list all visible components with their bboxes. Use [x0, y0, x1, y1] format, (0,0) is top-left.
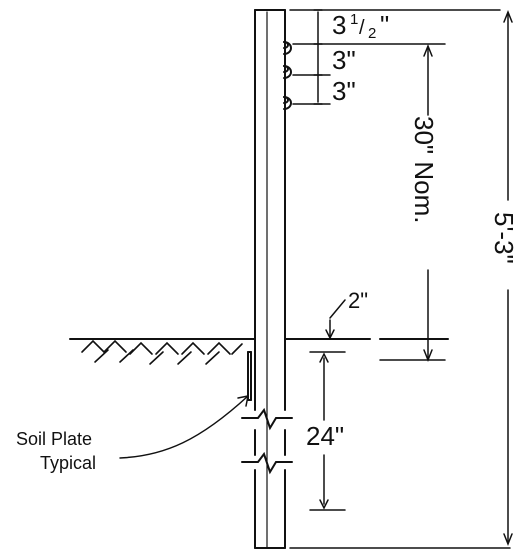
ground-hatch — [81, 339, 243, 365]
top-gap-label: 3 — [332, 10, 346, 40]
soil-plate — [247, 351, 252, 401]
top-gap-fraction-num: 1 — [350, 11, 358, 28]
ground-offset-dimension-line — [325, 299, 346, 340]
hook-bolt-3 — [283, 96, 292, 110]
overall-height-label: 5'-3" — [489, 212, 516, 264]
overall-height-dimension-line — [289, 9, 513, 549]
top-gap-inch-mark: " — [380, 10, 389, 40]
top-gap-fraction-den: 2 — [368, 25, 376, 42]
top-gap-fraction-slash: / — [359, 17, 365, 39]
soil-plate-callout-line1: Soil Plate — [16, 429, 92, 449]
post-break-upper — [241, 407, 293, 431]
ground-offset-label: 2" — [348, 288, 368, 313]
nominal-height-dimension-line — [379, 43, 446, 363]
embed-depth-label: 24" — [306, 421, 344, 451]
soil-plate-callout-line2: Typical — [40, 453, 96, 473]
hook-bolt-1 — [283, 41, 292, 55]
post-break-lower — [241, 451, 293, 475]
top-dimension-lines — [289, 9, 501, 105]
nominal-height-label: 30" Nom. — [409, 116, 439, 224]
soil-plate-leader — [119, 395, 249, 459]
embed-depth-dimension-line — [309, 351, 346, 511]
spacing-2-label: 3" — [332, 76, 356, 106]
spacing-1-label: 3" — [332, 45, 356, 75]
hook-bolt-2 — [283, 65, 292, 79]
post — [254, 9, 286, 549]
